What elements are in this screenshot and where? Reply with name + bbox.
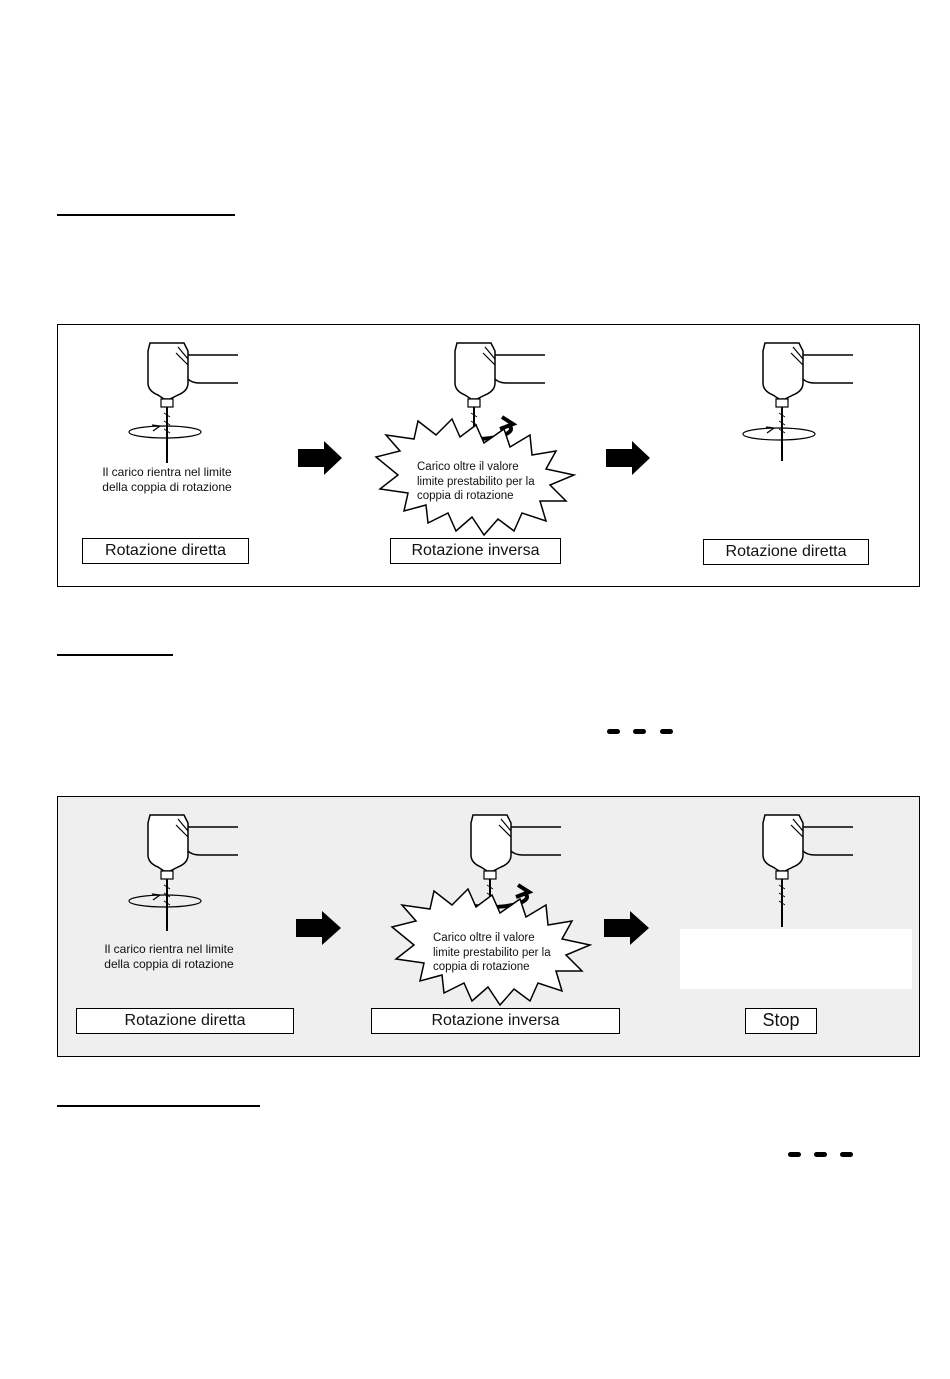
section-underline-3 bbox=[57, 1105, 260, 1107]
step2-burst-text: Carico oltre il valore limite prestabili… bbox=[433, 932, 551, 973]
handpiece-icon bbox=[762, 342, 853, 461]
step1-caption: Il carico rientra nel limite della coppi… bbox=[102, 465, 232, 494]
step2-label: Rotazione inversa bbox=[390, 538, 561, 564]
rotation-arrow-icon bbox=[128, 893, 202, 908]
blank-area bbox=[680, 929, 912, 989]
diagram-panel-auto-reverse: Il carico rientra nel limite della coppi… bbox=[57, 324, 920, 587]
step2-label: Rotazione inversa bbox=[371, 1008, 620, 1034]
starburst-icon bbox=[390, 887, 593, 1007]
step2-burst-text: Carico oltre il valore limite prestabili… bbox=[417, 461, 535, 502]
handpiece-icon bbox=[762, 814, 853, 927]
right-arrow-icon bbox=[298, 441, 342, 475]
handpiece-icon bbox=[147, 814, 238, 931]
step1-label: Rotazione diretta bbox=[82, 538, 249, 564]
step3-label: Rotazione diretta bbox=[703, 539, 869, 565]
handpiece-icon bbox=[147, 342, 238, 463]
section-underline-2 bbox=[57, 654, 173, 656]
step3-label: Stop bbox=[745, 1008, 817, 1034]
step1-caption: Il carico rientra nel limite della coppi… bbox=[104, 942, 234, 971]
starburst-icon bbox=[374, 417, 577, 537]
right-arrow-icon bbox=[606, 441, 650, 475]
step1-label: Rotazione diretta bbox=[76, 1008, 294, 1034]
right-arrow-icon bbox=[604, 911, 649, 945]
diagram-panel-auto-stop: Il carico rientra nel limite della coppi… bbox=[57, 796, 920, 1057]
rotation-arrow-icon bbox=[742, 426, 816, 441]
rotation-arrow-icon bbox=[128, 424, 202, 439]
right-arrow-icon bbox=[296, 911, 341, 945]
section-underline-1 bbox=[57, 214, 235, 216]
